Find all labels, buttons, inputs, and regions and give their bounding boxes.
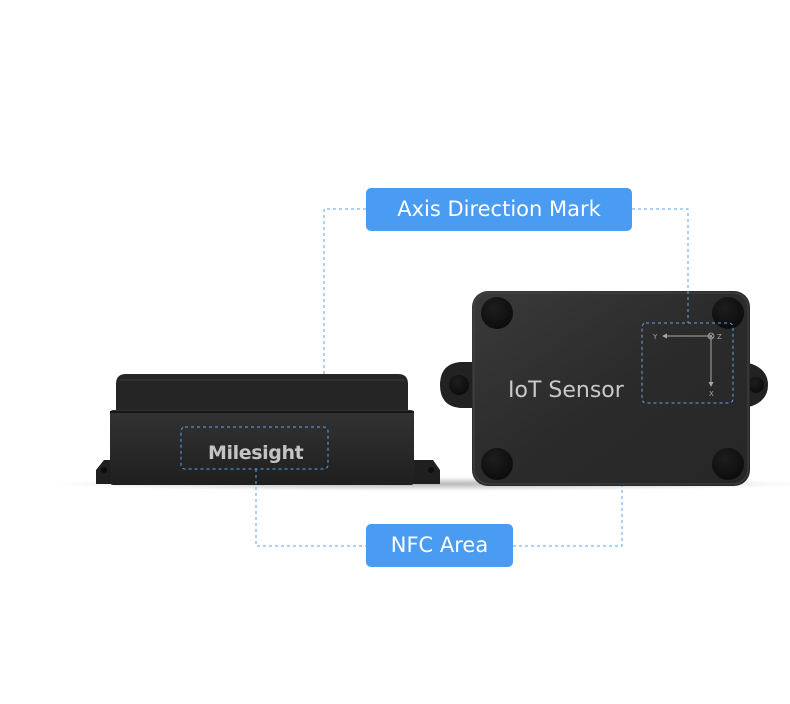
nfc-guide-left bbox=[255, 469, 366, 547]
axis-z-label: Z bbox=[717, 333, 722, 341]
axis-guide-left bbox=[323, 208, 366, 374]
corner-screw-icon bbox=[712, 297, 744, 329]
device-body bbox=[110, 410, 414, 485]
sensor-top-edge bbox=[473, 292, 749, 485]
sensor-top-face bbox=[472, 291, 750, 486]
y-axis-arrow-icon bbox=[662, 333, 667, 339]
milesight-logo: Milesight bbox=[208, 442, 304, 464]
corner-screw-icon bbox=[481, 297, 513, 329]
left-mounting-hole-icon bbox=[449, 375, 469, 395]
sensor-label: IoT Sensor bbox=[508, 378, 625, 403]
side-view-device: Milesight bbox=[96, 374, 440, 485]
nfc-area-callout: NFC Area bbox=[366, 524, 513, 567]
axis-guide-right bbox=[632, 208, 689, 323]
right-mounting-hole-icon bbox=[748, 377, 764, 393]
z-axis-icon bbox=[707, 332, 715, 340]
flange-hole-icon bbox=[101, 467, 107, 473]
nfc-guide-right bbox=[513, 486, 623, 547]
corner-screw-icon bbox=[481, 448, 513, 480]
axis-x-label: X bbox=[709, 390, 714, 398]
nfc-area-outline bbox=[180, 426, 329, 470]
guide-lines bbox=[255, 208, 689, 547]
right-flange bbox=[407, 460, 440, 484]
axis-direction-mark: Y Z X bbox=[652, 332, 722, 398]
flange-hole-icon bbox=[428, 467, 434, 473]
x-axis-arrow-icon bbox=[708, 382, 714, 387]
axis-y-label: Y bbox=[652, 333, 658, 341]
top-view-device: IoT Sensor Y Z X bbox=[440, 291, 768, 486]
z-axis-cross-icon bbox=[708, 333, 714, 339]
axis-direction-callout: Axis Direction Mark bbox=[366, 188, 632, 231]
corner-screw-icon bbox=[712, 448, 744, 480]
device-lid bbox=[116, 374, 408, 412]
